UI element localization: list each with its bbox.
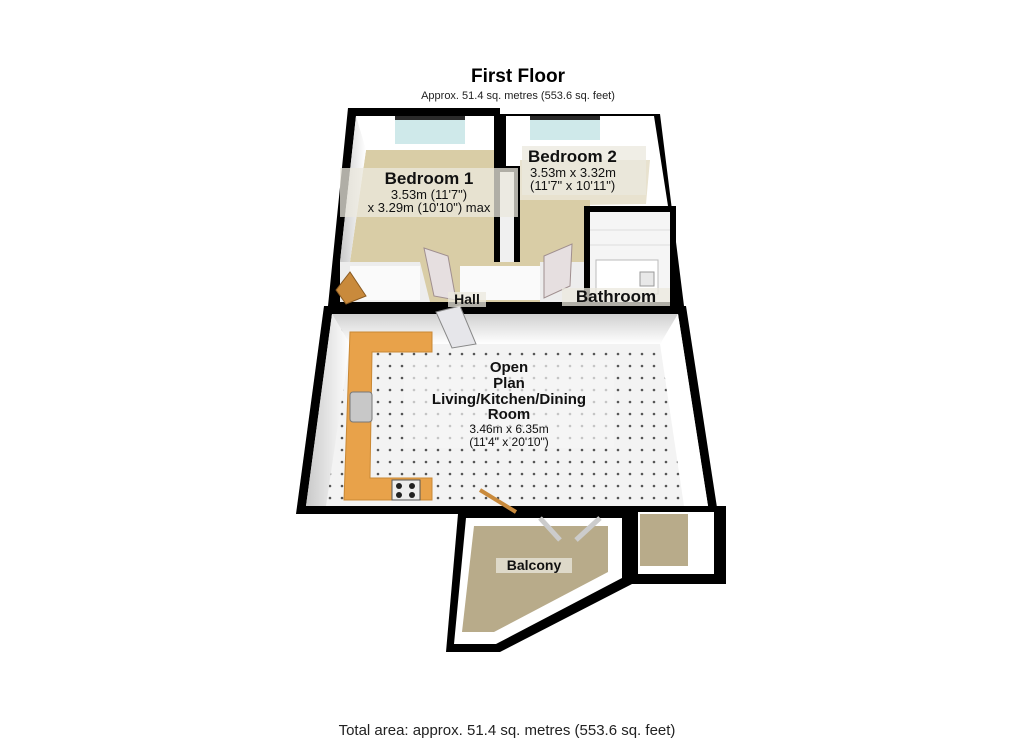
floor-title: First Floor [471,66,565,87]
hob [391,479,421,501]
bedroom-1-label: Bedroom 1 3.53m (11'7") x 3.29m (10'10")… [340,168,518,218]
bathroom-name: Bathroom [575,287,657,306]
bedroom-2-door [543,243,573,299]
balcony-name: Balcony [506,557,562,573]
hall-name: Hall [454,291,480,307]
living-name-line1: Open [489,359,529,376]
living-dim1: 3.46m x 6.35m [469,422,549,436]
balcony-block [446,506,726,652]
total-area-footer: Total area: approx. 51.4 sq. metres (553… [338,722,676,739]
balcony-door [478,488,518,514]
bedroom-1-dim2: x 3.29m (10'10") max [367,200,491,216]
living-name-line4: Room [487,406,531,424]
bedroom-1-dim1: 3.53m (11'7") [390,186,468,202]
living-dim2: (11'4" x 20'10") [469,434,549,449]
bedroom-1-window [395,116,465,144]
bathroom-label: Bathroom [562,288,670,306]
bathroom-sink [639,271,655,287]
living-name-line2: Plan [493,374,525,392]
balcony-label: Balcony [496,558,572,573]
bedroom-2-dim1: 3.53m x 3.32m [530,164,616,180]
hall-label: Hall [448,292,486,307]
living-label: Open Plan Living/Kitchen/Dining Room 3.4… [404,359,614,449]
living-name-line3: Living/Kitchen/Dining [431,390,587,408]
bedroom-2-label: Bedroom 2 3.53m x 3.32m (11'7" x 10'11") [522,146,646,196]
bedroom-2-dim2: (11'7" x 10'11") [530,178,616,194]
kitchen-sink [349,391,373,423]
living-door [435,305,477,349]
hall-cupboard-door [335,271,367,305]
bedroom-2-name: Bedroom 2 [528,147,617,166]
bedroom-1-name: Bedroom 1 [384,169,474,188]
kitchen-counters [343,331,433,501]
floor-area-subtitle: Approx. 51.4 sq. metres (553.6 sq. feet) [421,90,615,102]
